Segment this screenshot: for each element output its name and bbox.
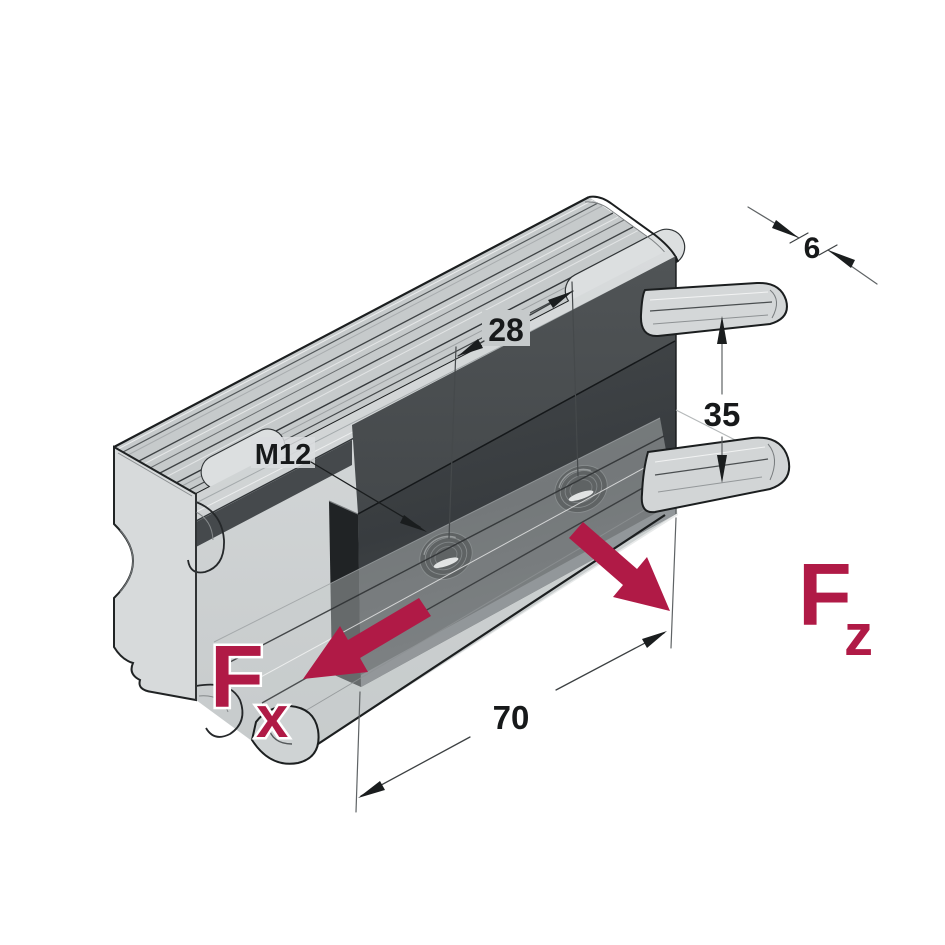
fz-label-main: F [798,545,852,644]
arrowhead-upper-icon [772,220,799,238]
arrowhead-left-icon [358,781,385,798]
fx-label-main: F [210,627,264,726]
m12-label: M12 [255,439,311,471]
arrowhead-right-icon [548,291,573,308]
dimension-70: 70 [355,517,677,813]
m12-text-bg [251,437,315,468]
fz-arrow-icon [569,522,670,611]
dimension-6: 6 [747,206,878,285]
arrowhead-left-icon [458,339,483,356]
dim-70-label: 70 [493,699,530,736]
channel-right-end [639,281,791,514]
dimensions: 28 6 35 70 [251,206,878,813]
dim-35-label: 35 [704,396,741,433]
channel-left-end-face [113,445,244,738]
label-m12: M12 [251,437,427,532]
dimension-28: 28 [448,281,579,539]
force-annotations: F x F z [208,522,873,753]
arrowhead-down-icon [717,455,727,483]
arrowhead-right-icon [642,631,667,648]
fx-label-sub: x [256,685,288,750]
force-arrow-fx: F x [208,598,431,753]
fx-arrow-icon [303,598,431,679]
dim-28-text-bg [482,310,530,346]
fz-label-sub: z [844,603,873,668]
dim-6-label: 6 [804,232,821,265]
arrowhead-lower-icon [828,250,855,268]
thread-hole-front [419,532,473,580]
leader-arrowhead-icon [400,515,427,532]
arrowhead-up-icon [717,316,727,344]
force-arrow-fz: F z [569,522,873,668]
thread-hole-rear [554,465,608,513]
dimension-35: 35 [704,316,741,483]
dim-28-label: 28 [488,312,524,348]
